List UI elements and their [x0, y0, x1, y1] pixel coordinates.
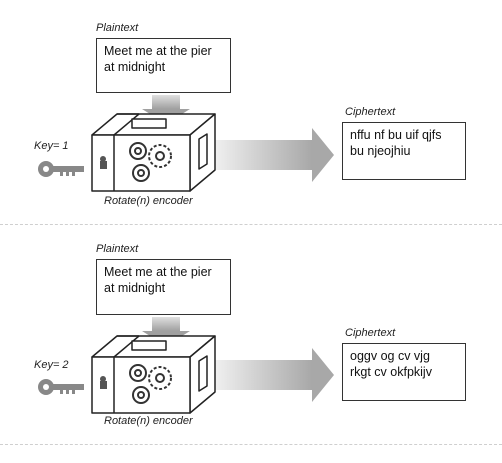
- plaintext-box: Meet me at the pier at midnight: [96, 38, 231, 93]
- ciphertext-line-2: rkgt cv okfpkijv: [350, 365, 432, 379]
- arrow-right-icon: [212, 128, 334, 182]
- plaintext-line-1: Meet me at the pier: [104, 44, 212, 58]
- gears-icon: [129, 364, 172, 404]
- ciphertext-box: oggv og cv vjg rkgt cv okfpkijv: [342, 343, 466, 401]
- ciphertext-label: Ciphertext: [345, 327, 396, 339]
- key-icon: [38, 161, 84, 177]
- plaintext-line-1: Meet me at the pier: [104, 265, 212, 279]
- plaintext-line-2: at midnight: [104, 281, 166, 295]
- key-slot: [100, 376, 107, 389]
- key-label: Key= 2: [34, 359, 69, 371]
- key-label: Key= 1: [34, 140, 69, 152]
- plaintext-line-2: at midnight: [104, 60, 166, 74]
- encoder-panel-2: Plaintext Meet me at the pier at midnigh…: [0, 222, 502, 437]
- key-slot: [100, 156, 107, 169]
- encoder-illustration: [38, 317, 334, 414]
- ciphertext-line-1: oggv og cv vjg: [350, 349, 430, 363]
- plaintext-label: Plaintext: [96, 243, 139, 255]
- ciphertext-line-1: nffu nf bu uif qjfs: [350, 128, 442, 142]
- ciphertext-line-2: bu njeojhiu: [350, 144, 411, 158]
- encoder-label: Rotate(n) encoder: [104, 195, 193, 207]
- encoder-label: Rotate(n) encoder: [104, 415, 193, 427]
- ciphertext-label: Ciphertext: [345, 106, 396, 118]
- panel-divider-1: [0, 224, 502, 225]
- encoder-box: [91, 113, 216, 192]
- plaintext-box: Meet me at the pier at midnight: [96, 259, 231, 315]
- encoder-illustration: [38, 95, 334, 192]
- key-icon: [38, 379, 84, 395]
- panel-divider-2: [0, 444, 502, 445]
- plaintext-label: Plaintext: [96, 22, 139, 34]
- encoder-box: [91, 335, 216, 414]
- arrow-right-icon: [212, 348, 334, 402]
- encoder-panel-1: Plaintext Meet me at the pier at midnigh…: [0, 0, 502, 215]
- ciphertext-box: nffu nf bu uif qjfs bu njeojhiu: [342, 122, 466, 180]
- gears-icon: [129, 142, 172, 182]
